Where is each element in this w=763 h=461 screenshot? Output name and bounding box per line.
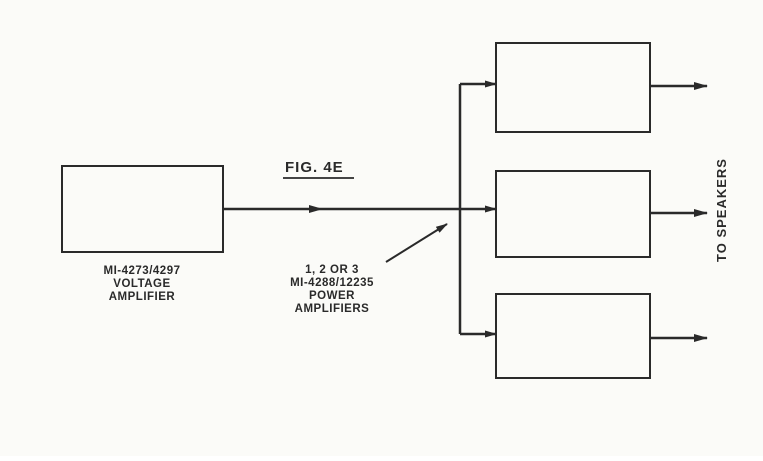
label-pointer-arrow: [385, 223, 448, 263]
voltage-amplifier-label-line3: AMPLIFIER: [109, 291, 176, 303]
figure-title: FIG. 4E: [285, 159, 344, 176]
power-amplifiers-label-line4: AMPLIFIERS: [295, 303, 370, 315]
power-amplifiers-label-line1: 1, 2 OR 3: [305, 264, 359, 276]
power-amplifier-box-3: [495, 293, 651, 379]
voltage-amplifier-label-line2: VOLTAGE: [113, 278, 170, 290]
voltage-amplifier-label-line1: MI-4273/4297: [104, 265, 181, 277]
power-amplifiers-label-line3: POWER: [309, 290, 355, 302]
power-amplifiers-label-line2: MI-4288/12235: [290, 277, 374, 289]
power-amplifier-box-1: [495, 42, 651, 133]
to-speakers-label: TO SPEAKERS: [714, 158, 729, 262]
